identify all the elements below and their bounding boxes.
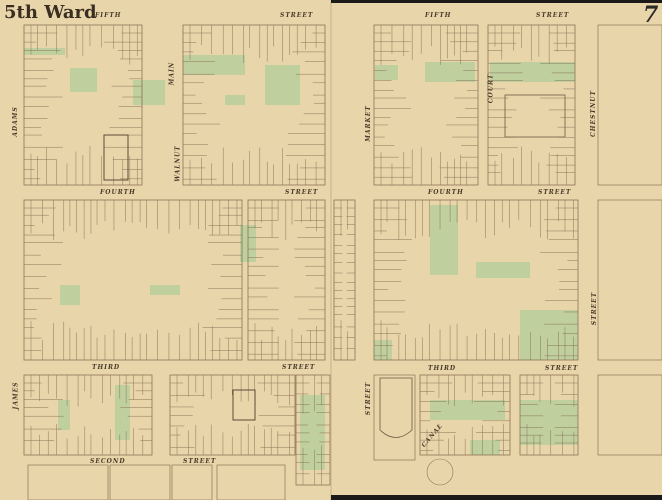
owned-lot-shading [476, 262, 530, 278]
street-label-right-1: COURT [487, 73, 495, 104]
street-label-third-right: THIRD [428, 365, 457, 372]
theatre [379, 377, 413, 438]
owned-lot-shading [430, 400, 505, 420]
city-block [333, 199, 356, 361]
city-block [295, 374, 331, 486]
public-building [232, 389, 256, 421]
owned-lot-shading [150, 285, 180, 295]
market-square [504, 94, 566, 138]
owned-lot-shading [470, 440, 500, 455]
owned-lot-shading [265, 65, 300, 105]
owned-lot-shading [115, 385, 130, 440]
owned-lot-shading [520, 310, 578, 360]
owned-lot-shading [490, 62, 575, 82]
empty-block [216, 464, 286, 500]
owned-lot-shading [24, 48, 65, 55]
empty-block [597, 199, 662, 361]
city-block [519, 374, 579, 456]
city-block [23, 199, 243, 361]
owned-lot-shading [425, 62, 475, 82]
street-label-fifth-right: FIFTH [425, 12, 452, 19]
ward-title: 5th Ward [4, 2, 97, 23]
owned-lot-shading [374, 340, 392, 360]
street-label-right-2: CHESTNUT [590, 90, 597, 137]
city-block [487, 24, 576, 186]
street-label-west-lower: JAMES [12, 381, 20, 410]
street-label-right-3: STREET [591, 291, 599, 326]
city-block [182, 24, 326, 186]
street-label-third-street: STREET [282, 364, 316, 371]
street-label-fourth-right: FOURTH [428, 189, 464, 196]
street-label-second-street: STREET [183, 458, 217, 465]
city-block [373, 24, 479, 186]
owned-lot-shading [133, 80, 165, 105]
city-block [23, 374, 153, 456]
street-label-fourth-right-street: STREET [538, 189, 572, 196]
street-label-third-right-street: STREET [545, 365, 579, 372]
empty-block [597, 374, 662, 456]
owned-lot-shading [58, 400, 70, 430]
owned-lot-shading [183, 55, 245, 75]
city-block [169, 374, 296, 456]
owned-lot-shading [430, 205, 458, 275]
circle-plot [426, 458, 454, 486]
street-label-mid-1: MAIN [168, 61, 176, 86]
owned-lot-shading [520, 400, 578, 445]
street-label-fourth-street: STREET [285, 189, 319, 196]
plate-number: 7 [643, 2, 659, 28]
empty-block [27, 464, 109, 500]
owned-lot-shading [225, 95, 245, 105]
street-label-mid-1b: WALNUT [174, 145, 182, 182]
city-block [247, 199, 326, 361]
street-label-fifth: FIFTH [95, 12, 122, 19]
owned-lot-shading [300, 395, 325, 470]
bottom-border [331, 495, 662, 500]
street-label-street-right: STREET [536, 12, 570, 19]
empty-block [597, 24, 662, 186]
street-label-west: ADAMS [11, 106, 19, 137]
empty-block [109, 464, 171, 500]
top-border [331, 0, 662, 3]
public-building [103, 134, 129, 181]
empty-block [373, 374, 416, 461]
street-label-fourth: FOURTH [100, 189, 136, 196]
street-label-street: STREET [280, 12, 314, 19]
owned-lot-shading [60, 285, 80, 305]
city-block [373, 199, 579, 361]
street-label-mid-3: MARKET [364, 105, 372, 142]
owned-lot-shading [375, 65, 398, 80]
owned-lot-shading [70, 68, 97, 92]
street-label-third: THIRD [92, 364, 121, 371]
street-label-lower: STREET [365, 381, 373, 416]
empty-block [171, 464, 213, 500]
street-label-second: SECOND [90, 458, 126, 465]
